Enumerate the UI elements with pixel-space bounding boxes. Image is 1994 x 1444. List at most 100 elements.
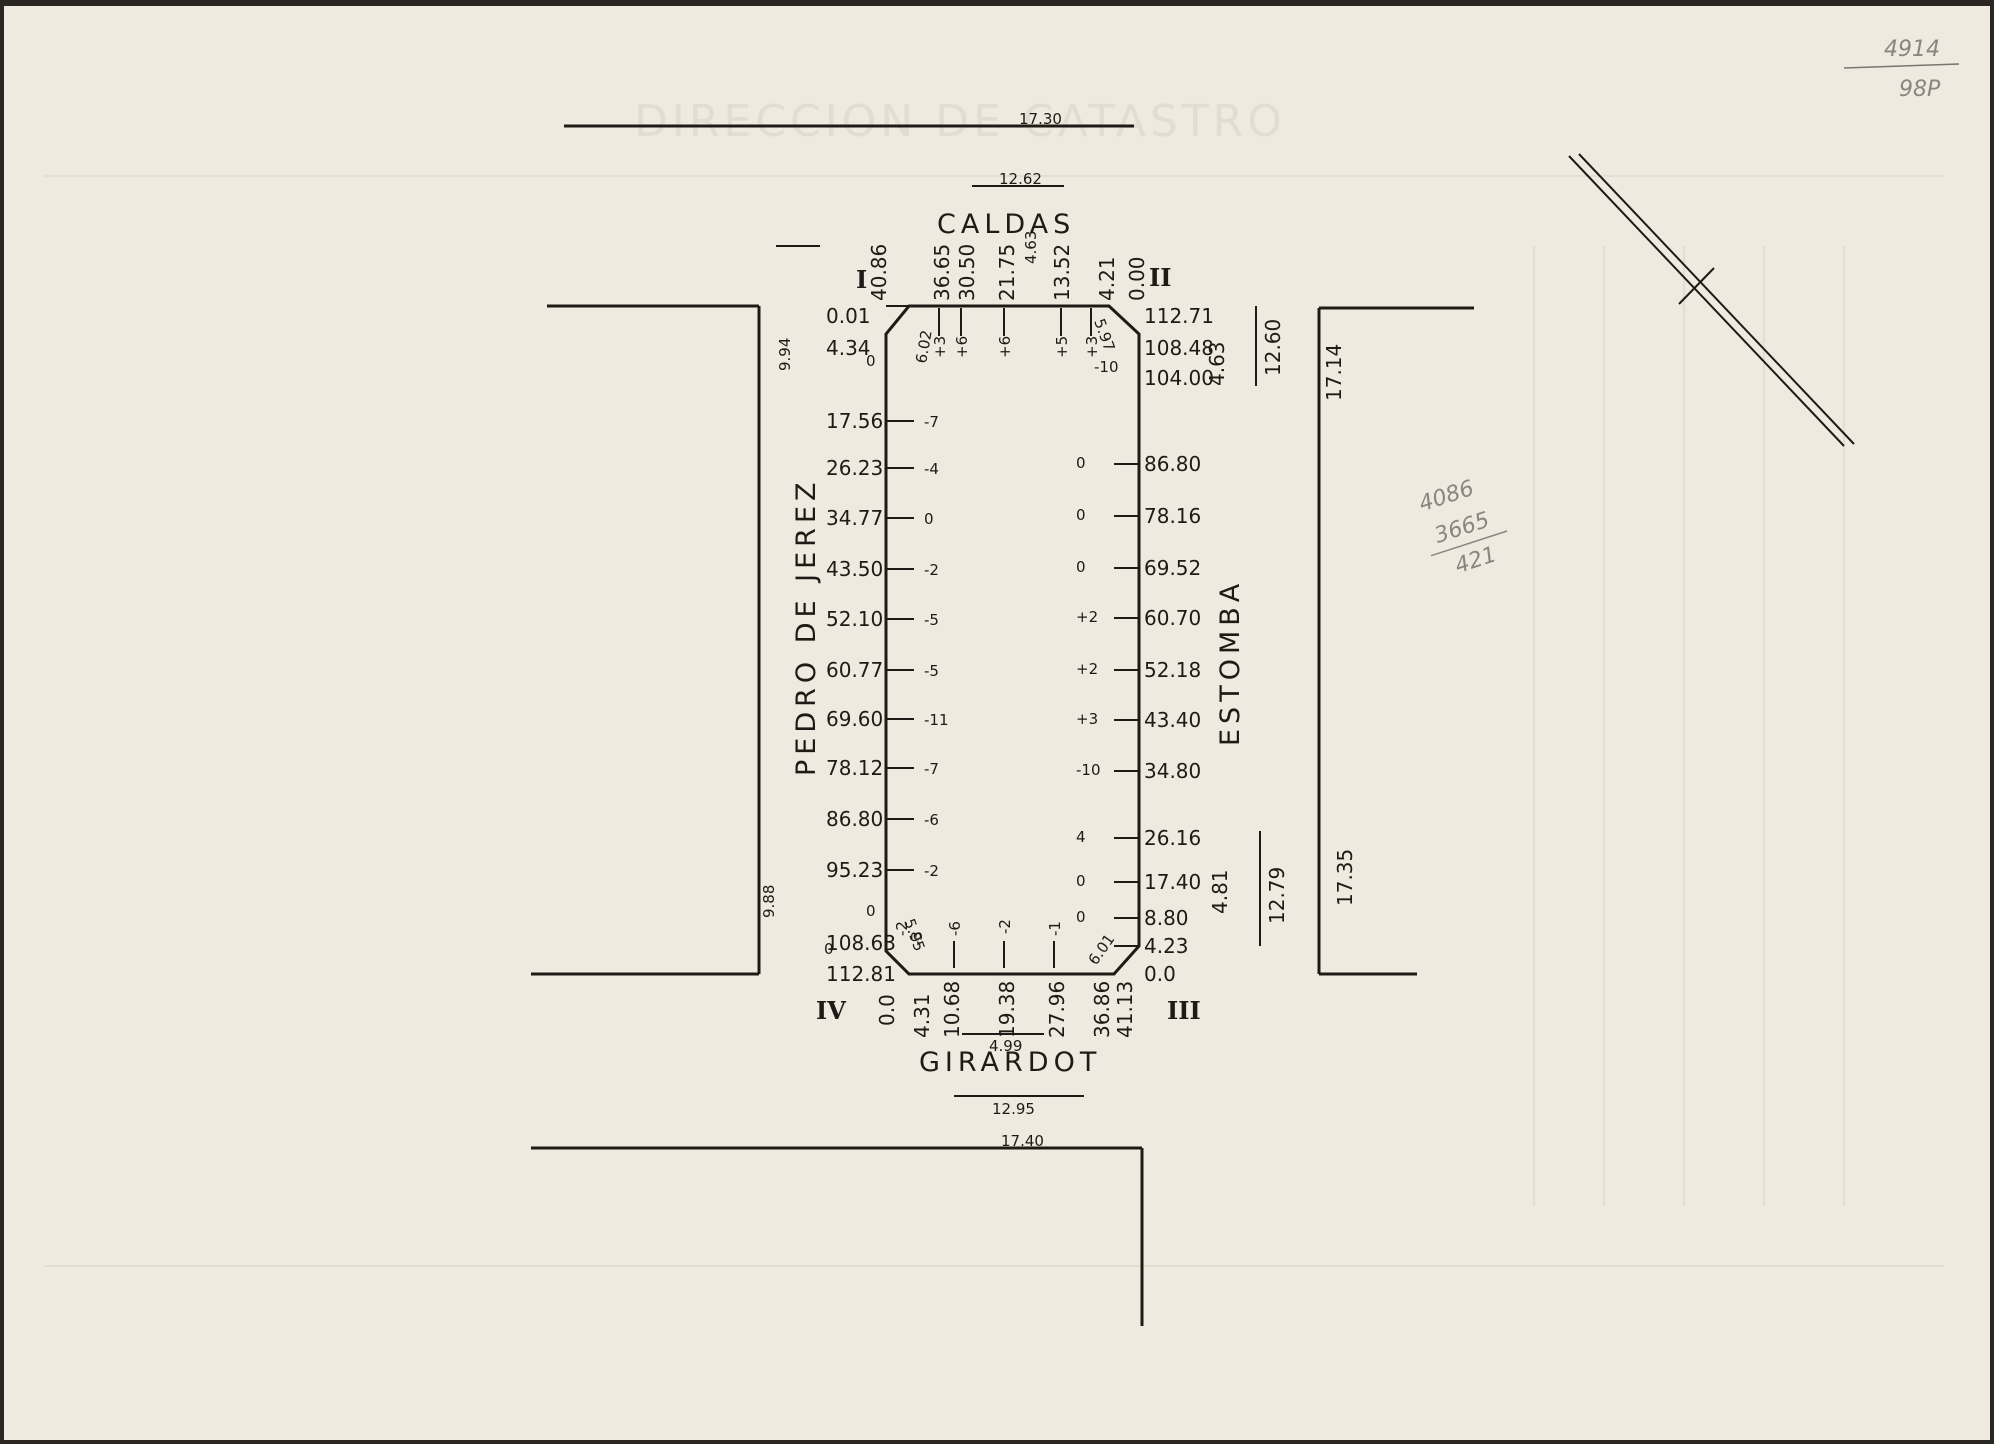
north-distance: 21.75 (995, 244, 1019, 301)
east-distance: 112.71 (1144, 304, 1214, 328)
west-distance: 112.81 (826, 962, 896, 986)
east-distance: 4.23 (1144, 934, 1189, 958)
north-distance: 36.65 (930, 244, 954, 301)
form-grid (44, 175, 1944, 1267)
east-distance: 104.00 (1144, 366, 1214, 390)
east-side-readings: 112.71108.48104.0086.8078.1669.5260.7052… (1076, 304, 1214, 986)
north-distance: 30.50 (955, 244, 979, 301)
west-distance: 4.34 (826, 336, 871, 360)
svg-text:4086: 4086 (1416, 476, 1477, 517)
east-distance: 86.80 (1144, 452, 1201, 476)
west-distance: 69.60 (826, 707, 883, 731)
south-level: -6 (946, 921, 964, 936)
west-level: -7 (924, 760, 939, 778)
east-distance: 17.40 (1144, 870, 1201, 894)
north-small-dim: 4.63 (1022, 231, 1040, 264)
south-level: -2 (893, 921, 911, 936)
west-distance: 34.77 (826, 506, 883, 530)
corner-nw: I (856, 265, 867, 294)
south-distance: 0.0 (875, 994, 899, 1026)
south-distance: 10.68 (940, 981, 964, 1038)
east-distance: 34.80 (1144, 759, 1201, 783)
width-east-lower-a: 4.81 (1208, 869, 1232, 914)
street-east: ESTOMBA (1215, 579, 1246, 746)
svg-text:421: 421 (1452, 542, 1500, 579)
west-level: -5 (924, 662, 939, 680)
street-south: GIRARDOT (919, 1047, 1101, 1078)
chamfer-nw: 6.02 (912, 329, 936, 365)
north-distance: 13.52 (1050, 244, 1074, 301)
width-north-outer: 17.30 (1019, 110, 1062, 128)
width-east-upper-a: 4.63 (1205, 341, 1229, 386)
north-arrow (1568, 153, 1855, 447)
west-marker: 0 (866, 352, 876, 370)
east-distance: 8.80 (1144, 906, 1189, 930)
west-level: -11 (924, 711, 949, 729)
east-distance: 43.40 (1144, 708, 1201, 732)
east-level: -10 (1076, 761, 1101, 779)
corner-note-top: 4914 (1884, 37, 1940, 62)
width-west-upper: 9.94 (776, 338, 794, 371)
width-east-upper-c: 17.14 (1322, 344, 1346, 401)
west-level: -2 (924, 862, 939, 880)
west-distance: 43.50 (826, 557, 883, 581)
corner-ne: II (1149, 263, 1171, 292)
north-level: +6 (953, 336, 971, 358)
street-north: CALDAS (937, 209, 1075, 240)
stamp-text: DIRECCION DE CATASTRO (634, 96, 1286, 147)
west-distance: 17.56 (826, 409, 883, 433)
east-level: +2 (1076, 660, 1098, 678)
south-distance: 36.86 (1090, 981, 1114, 1038)
south-distance: 41.13 (1113, 981, 1137, 1038)
east-distance: 0.0 (1144, 962, 1176, 986)
west-level: -7 (924, 413, 939, 431)
south-distance: 4.31 (910, 993, 934, 1038)
west-level: 0 (924, 510, 934, 528)
width-east-upper-b: 12.60 (1261, 319, 1285, 376)
south-distance: 19.38 (995, 981, 1019, 1038)
width-south-inner: 12.95 (992, 1100, 1035, 1118)
pencil-note: 4086 3665 421 (1416, 476, 1508, 579)
east-distance: 52.18 (1144, 658, 1201, 682)
width-west-lower: 9.88 (760, 885, 778, 918)
west-distance: 60.77 (826, 658, 883, 682)
east-level: +3 (1076, 710, 1098, 728)
east-level: 4 (1076, 828, 1086, 846)
west-marker: 0 (866, 902, 876, 920)
north-level: +5 (1053, 336, 1071, 358)
south-level: -1 (1046, 921, 1064, 936)
north-distance: 0.00 (1125, 256, 1149, 301)
east-distance: 26.16 (1144, 826, 1201, 850)
chamfer-se: 6.01 (1085, 931, 1119, 969)
north-level: +6 (996, 336, 1014, 358)
south-level: -3 (908, 931, 926, 946)
north-level: +3 (1083, 336, 1101, 358)
east-distance: 78.16 (1144, 504, 1201, 528)
east-level: +2 (1076, 608, 1098, 626)
corner-se: III (1167, 996, 1201, 1025)
block-outline (884, 304, 1141, 976)
east-level: 0 (1076, 454, 1086, 472)
east-level: 0 (1076, 506, 1086, 524)
east-level: -10 (1094, 358, 1119, 376)
west-distance: 52.10 (826, 607, 883, 631)
width-east-lower-b: 12.79 (1265, 867, 1289, 924)
west-distance: 78.12 (826, 756, 883, 780)
width-north-inner: 12.62 (999, 170, 1042, 188)
west-marker: 0 (824, 940, 834, 958)
width-south-outer: 17.40 (1001, 1132, 1044, 1150)
west-distance: 108.63 (826, 931, 896, 955)
street-west: PEDRO DE JEREZ (791, 478, 822, 777)
west-distance: 86.80 (826, 807, 883, 831)
east-distance: 69.52 (1144, 556, 1201, 580)
west-distance: 0.01 (826, 304, 871, 328)
dimension-lines (776, 185, 1261, 1097)
west-distance: 95.23 (826, 858, 883, 882)
building-lines (531, 124, 1474, 1326)
width-south-mid: 4.99 (989, 1037, 1022, 1055)
east-level: 0 (1076, 908, 1086, 926)
east-distance: 108.48 (1144, 336, 1214, 360)
west-distance: 26.23 (826, 456, 883, 480)
